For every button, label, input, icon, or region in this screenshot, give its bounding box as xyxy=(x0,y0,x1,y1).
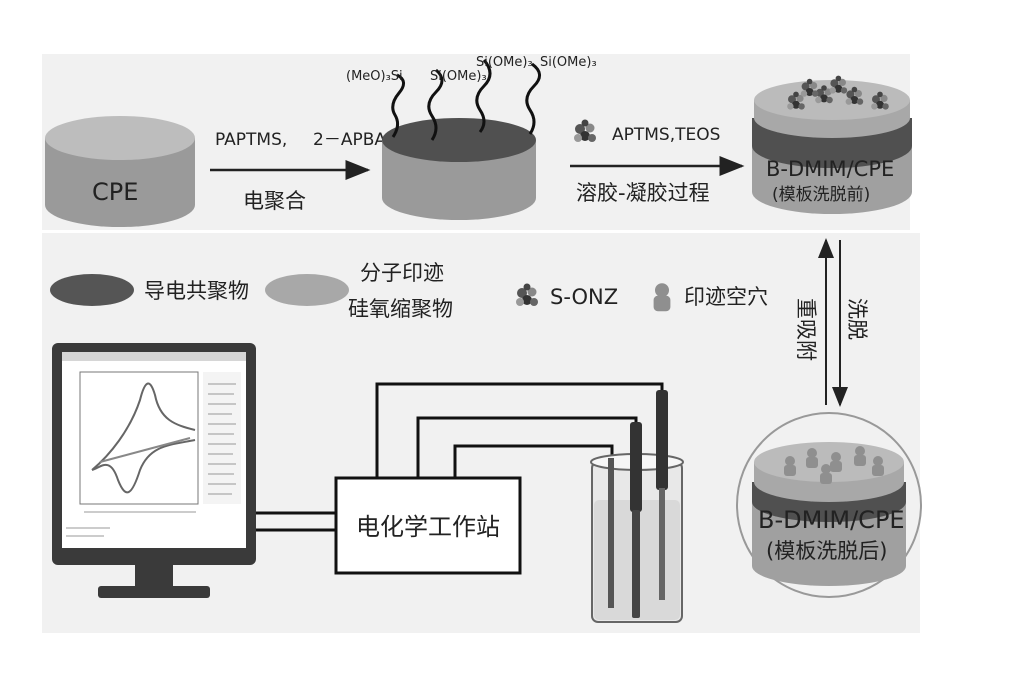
computer-monitor xyxy=(52,343,256,598)
step2-method: 溶胶-凝胶过程 xyxy=(576,181,710,205)
silane-label-4: Si(OMe)₃ xyxy=(540,55,597,70)
electrode-before-label: B-DMIM/CPE xyxy=(766,157,894,181)
electrode-after-sublabel: (模板洗脱后) xyxy=(766,539,887,563)
legend-mip-swatch xyxy=(265,274,349,306)
electrode-before-sublabel: (模板洗脱前) xyxy=(772,185,870,205)
step2-reagents: APTMS,TEOS xyxy=(612,125,720,145)
legend-mip-label-2: 硅氧缩聚物 xyxy=(348,297,453,321)
electrochemical-workstation xyxy=(334,476,522,575)
elute-label: 洗脱 xyxy=(845,298,869,340)
cpe-cylinder xyxy=(45,116,195,227)
silane-label-1: (MeO)₃Si xyxy=(346,69,403,84)
cpe-label: CPE xyxy=(92,178,138,206)
legend-cavity-label: 印迹空穴 xyxy=(684,285,768,309)
workstation-label: 电化学工作站 xyxy=(356,513,500,541)
rebind-label: 重吸附 xyxy=(794,298,818,361)
modified-electrode-cylinder xyxy=(382,118,536,220)
electrode-before-elution xyxy=(752,80,912,214)
legend-conductive-swatch xyxy=(50,274,134,306)
legend-cavity-icon xyxy=(653,283,671,312)
electrode-after-label: B-DMIM/CPE xyxy=(758,506,905,534)
step1-method: 电聚合 xyxy=(243,189,306,213)
step1-reagents: PAPTMS, xyxy=(215,130,287,150)
silane-chains xyxy=(391,59,541,141)
electrodes xyxy=(608,390,668,618)
silane-label-3: Si(OMe)₃ xyxy=(476,55,533,70)
legend-mip-label-1: 分子印迹 xyxy=(360,261,444,285)
electrode-after-elution xyxy=(736,412,922,598)
silane-label-2: Si(OMe)₃ xyxy=(430,69,487,84)
step1-reagent2: 2－APBA xyxy=(313,130,386,150)
legend-template-label: S-ONZ xyxy=(550,285,618,309)
legend-conductive-label: 导电共聚物 xyxy=(144,279,249,303)
